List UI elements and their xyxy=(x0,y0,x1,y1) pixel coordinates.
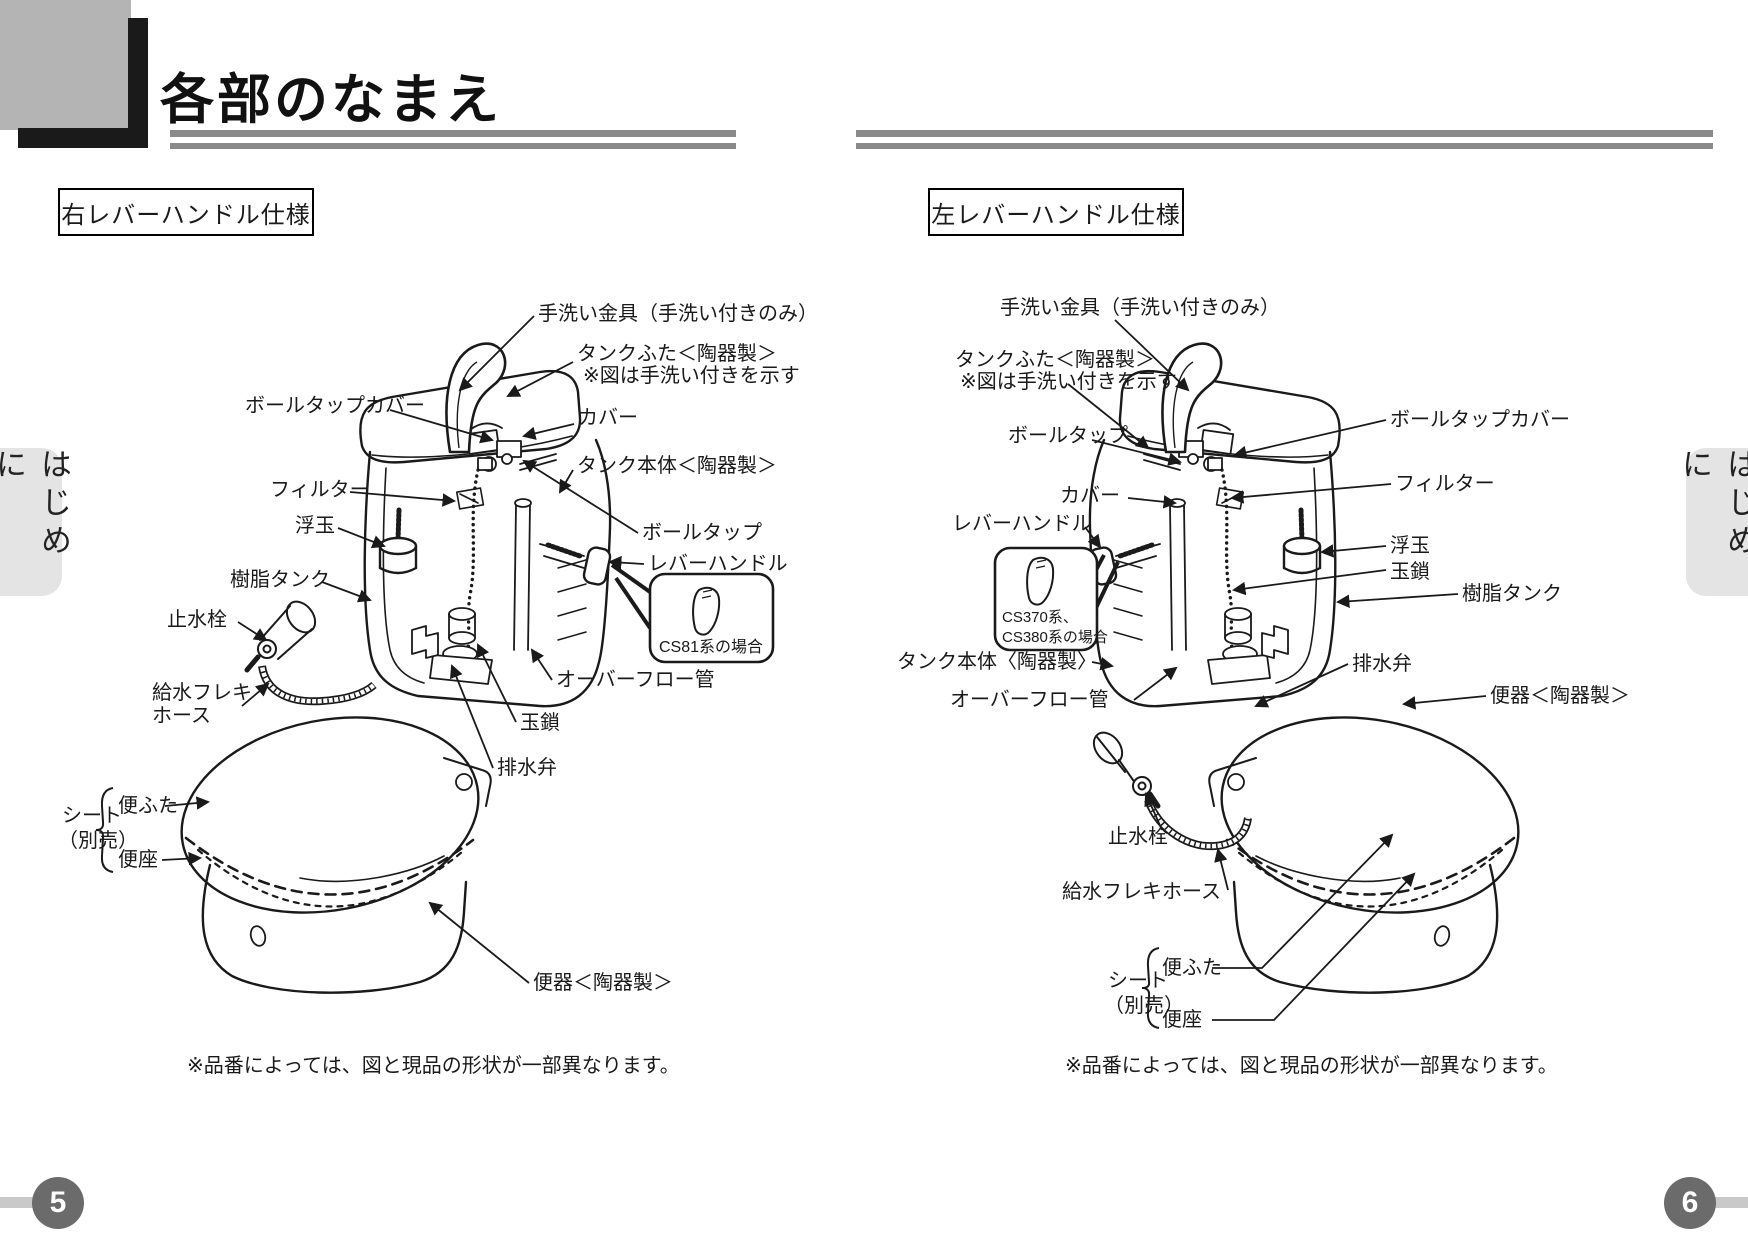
inset-cs81-caption: CS81系の場合 xyxy=(659,638,763,656)
label-ball-tap: ボールタップ xyxy=(1008,424,1128,447)
label-tank-lid: タンクふた＜陶器製＞ xyxy=(955,348,1155,371)
label-ball-tap-cover: ボールタップカバー xyxy=(1390,408,1570,431)
valve-drawing-left xyxy=(247,596,321,670)
heading-left-lever-spec: 左レバーハンドル仕様 xyxy=(928,188,1184,236)
corner-gray-square xyxy=(0,0,131,130)
page-number-bar-right xyxy=(1712,1197,1748,1208)
label-bowl: 便器＜陶器製＞ xyxy=(1490,684,1630,707)
title-rule-right-1 xyxy=(856,130,1713,137)
heading-right-lever-spec: 右レバーハンドル仕様 xyxy=(58,188,314,236)
label-float-ball: 浮玉 xyxy=(1390,534,1430,557)
label-lever-handle: レバーハンドル xyxy=(952,513,1092,535)
inset-cs81: CS81系の場合 xyxy=(648,572,775,664)
label-seat: シート xyxy=(62,805,122,827)
label-overflow-pipe: オーバーフロー管 xyxy=(556,668,715,691)
page-number-right-value: 6 xyxy=(1681,1186,1699,1219)
label-tank-lid-note: ※図は手洗い付きを示す xyxy=(583,364,800,387)
label-float-ball: 浮玉 xyxy=(295,514,335,537)
page-number-right: 6 xyxy=(1664,1177,1716,1229)
label-shutoff-valve: 止水栓 xyxy=(1108,825,1168,848)
label-chain: 玉鎖 xyxy=(520,711,560,734)
diagram-right-lever: CS81系の場合 手洗い金具（手洗い付きのみ） タンクふた＜陶器製＞ ※図は手洗… xyxy=(58,302,818,1077)
lever-icon xyxy=(692,586,721,636)
inset-cs370-caption: CS370系、 xyxy=(1002,609,1078,626)
note-left: ※品番によっては、図と現品の形状が一部異なります。 xyxy=(187,1054,680,1077)
label-hand-wash: 手洗い金具（手洗い付きのみ） xyxy=(538,302,818,325)
title-rule-left-1 xyxy=(170,130,736,137)
side-tab-hajimeni-left-label: はじめに xyxy=(0,448,71,562)
label-seat-note: （別売） xyxy=(58,829,138,852)
label-tank-body: タンク本体〈陶器製〉 xyxy=(897,650,1097,673)
label-tank-body: タンク本体＜陶器製＞ xyxy=(577,454,777,477)
label-drain-valve: 排水弁 xyxy=(1352,652,1412,675)
label-bowl: 便器＜陶器製＞ xyxy=(533,971,673,994)
lever-icon xyxy=(1026,556,1055,606)
label-seat-ring: 便座 xyxy=(1162,1008,1202,1031)
corner-black-bar-vertical xyxy=(128,18,148,148)
label-resin-tank: 樹脂タンク xyxy=(230,568,330,591)
inset-cs380-caption: CS380系の場合 xyxy=(1002,629,1108,646)
heading-right-lever-spec-label: 右レバーハンドル仕様 xyxy=(61,201,311,229)
title-rule-right-2 xyxy=(856,143,1713,149)
side-tab-hajimeni-right-label: はじめに xyxy=(1677,448,1748,562)
side-tab-hajimeni-left: はじめに xyxy=(0,448,71,596)
label-resin-tank: 樹脂タンク xyxy=(1462,582,1562,605)
leader-lines-left xyxy=(95,315,652,984)
label-overflow-pipe: オーバーフロー管 xyxy=(950,688,1109,711)
inset-cs370-cs380: CS370系、 CS380系の場合 xyxy=(993,546,1108,652)
diagram-left-lever: CS370系、 CS380系の場合 手洗い金具（手洗い付きのみ） タンクふた＜陶… xyxy=(897,296,1630,1077)
label-seat-lid: 便ふた xyxy=(1162,956,1222,979)
page-title: 各部のなまえ xyxy=(160,70,502,130)
bowl-drawing-right xyxy=(1203,691,1537,994)
label-chain: 玉鎖 xyxy=(1390,560,1430,583)
corner-black-bar-horizontal xyxy=(18,128,148,148)
label-seat-lid: 便ふた xyxy=(118,794,178,817)
label-drain-valve: 排水弁 xyxy=(497,756,557,779)
label-seat-note: （別売） xyxy=(1104,994,1184,1017)
tank-drawing-right xyxy=(1088,371,1339,706)
label-filter: フィルター xyxy=(1395,472,1495,495)
title-rule-left-2 xyxy=(170,143,736,149)
label-cover: カバー xyxy=(1060,485,1120,507)
label-seat: シート xyxy=(1108,970,1168,992)
label-supply-hose-1: 給水フレキ xyxy=(152,681,252,704)
heading-left-lever-spec-label: 左レバーハンドル仕様 xyxy=(931,201,1181,229)
page-number-left-value: 5 xyxy=(49,1186,67,1219)
hose-drawing-left xyxy=(258,665,377,706)
valve-drawing-right xyxy=(1092,731,1161,809)
label-seat-ring: 便座 xyxy=(118,848,158,871)
label-tank-lid: タンクふた＜陶器製＞ xyxy=(577,342,777,365)
bowl-drawing-left xyxy=(163,691,497,994)
labels-left: 手洗い金具（手洗い付きのみ） タンクふた＜陶器製＞ ※図は手洗い付きを示す ボー… xyxy=(58,302,818,1077)
label-filter: フィルター xyxy=(270,478,370,501)
page-number-bar-left xyxy=(0,1197,34,1208)
label-ball-tap: ボールタップ xyxy=(642,521,762,544)
tank-drawing-left xyxy=(360,371,611,706)
label-shutoff-valve: 止水栓 xyxy=(167,608,227,631)
side-tab-hajimeni-right: はじめに xyxy=(1677,448,1748,596)
label-tank-lid-note: ※図は手洗い付きを示す xyxy=(960,370,1177,393)
label-cover: カバー xyxy=(578,407,638,429)
hose-drawing-right xyxy=(1144,798,1252,851)
labels-right: 手洗い金具（手洗い付きのみ） タンクふた＜陶器製＞ ※図は手洗い付きを示す ボー… xyxy=(897,296,1630,1077)
leader-lines-right xyxy=(1067,319,1487,1029)
label-supply-hose: 給水フレキホース xyxy=(1062,880,1221,903)
label-ball-tap-cover: ボールタップカバー xyxy=(245,394,425,417)
page-number-left: 5 xyxy=(32,1177,84,1229)
label-lever-handle: レバーハンドル xyxy=(648,553,788,575)
note-right: ※品番によっては、図と現品の形状が一部異なります。 xyxy=(1065,1054,1558,1077)
label-hand-wash: 手洗い金具（手洗い付きのみ） xyxy=(1000,296,1280,319)
label-supply-hose-2: ホース xyxy=(152,705,211,727)
